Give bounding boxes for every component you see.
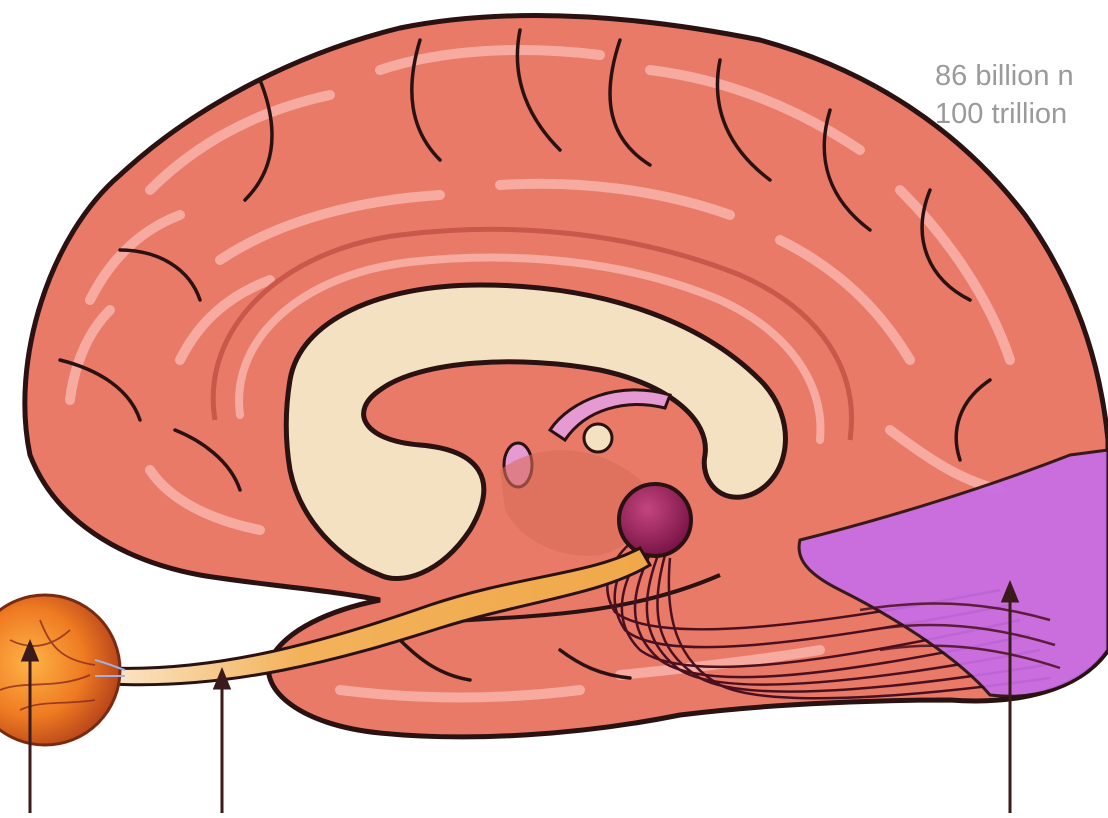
up-arrow-icon [215, 671, 229, 813]
caption-line-2: 100 trillion [935, 100, 1067, 129]
eye-icon [0, 595, 125, 745]
thalamus-nucleus [619, 484, 691, 556]
caption-line-1: 86 billion n [935, 62, 1074, 91]
